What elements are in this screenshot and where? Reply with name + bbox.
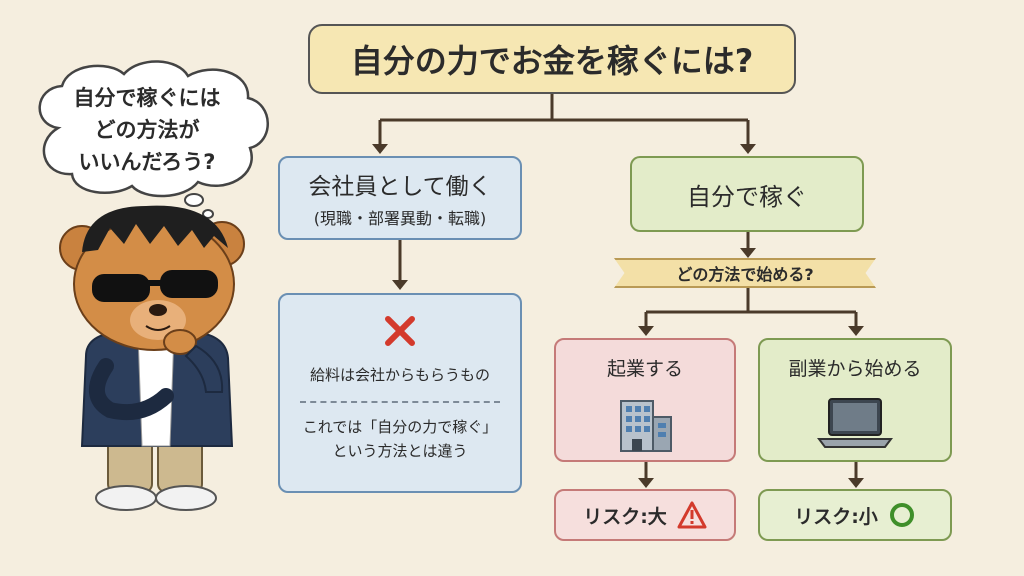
dashed-divider bbox=[300, 401, 500, 403]
company-label: 会社員として働く bbox=[308, 174, 492, 200]
startup-label: 起業する bbox=[606, 358, 683, 380]
self-earn-box: 自分で稼ぐ bbox=[630, 156, 864, 232]
laptop-icon bbox=[817, 398, 893, 448]
arrowhead-self bbox=[740, 144, 756, 154]
cross-icon bbox=[385, 316, 415, 346]
self-earn-label: 自分で稼ぐ bbox=[687, 182, 807, 211]
building-icon bbox=[620, 400, 672, 452]
thought-text: 自分で稼ぐには どの方法が いいんだろう? bbox=[44, 82, 250, 178]
startup-box: 起業する bbox=[554, 338, 736, 462]
side-job-label: 副業から始める bbox=[788, 358, 922, 380]
thought-line-1: 自分で稼ぐには bbox=[73, 86, 221, 110]
thought-line-3: いいんだろう? bbox=[78, 150, 216, 174]
bear-character-illustration bbox=[59, 205, 245, 511]
thought-bubble bbox=[38, 60, 269, 198]
risk-high-label: リスク:大 bbox=[583, 505, 667, 528]
title-text: 自分の力でお金を稼ぐには? bbox=[350, 42, 754, 80]
negative-line-3: という方法とは違う bbox=[332, 442, 468, 460]
risk-low-box: リスク:小 bbox=[758, 489, 952, 541]
side-job-box: 副業から始める bbox=[758, 338, 952, 462]
arrowhead-startup bbox=[638, 326, 654, 336]
company-sub-label: (現職・部署異動・転職) bbox=[313, 209, 487, 228]
method-question-text: どの方法で始める? bbox=[676, 265, 814, 284]
risk-low-label: リスク:小 bbox=[794, 505, 878, 528]
risk-high-box: リスク:大 bbox=[554, 489, 736, 541]
arrowhead-risk-big bbox=[638, 478, 654, 488]
warning-icon bbox=[677, 501, 707, 529]
method-question-ribbon: どの方法で始める? bbox=[614, 258, 876, 288]
arrowhead-negative bbox=[392, 280, 408, 290]
thought-line-2: どの方法が bbox=[94, 118, 200, 142]
arrowhead-question bbox=[740, 248, 756, 258]
thought-bubble-tail bbox=[184, 193, 214, 219]
arrowhead-risk-small bbox=[848, 478, 864, 488]
company-result-box: 給料は会社からもらうもの これでは「自分の力で稼ぐ」 という方法とは違う bbox=[278, 293, 522, 493]
negative-line-1: 給料は会社からもらうもの bbox=[309, 366, 490, 384]
title-box: 自分の力でお金を稼ぐには? bbox=[308, 24, 796, 94]
circle-icon bbox=[889, 503, 914, 527]
company-employee-box: 会社員として働く (現職・部署異動・転職) bbox=[278, 156, 522, 240]
arrowhead-company bbox=[372, 144, 388, 154]
negative-line-2: これでは「自分の力で稼ぐ」 bbox=[302, 418, 498, 436]
arrowhead-sidejob bbox=[848, 326, 864, 336]
